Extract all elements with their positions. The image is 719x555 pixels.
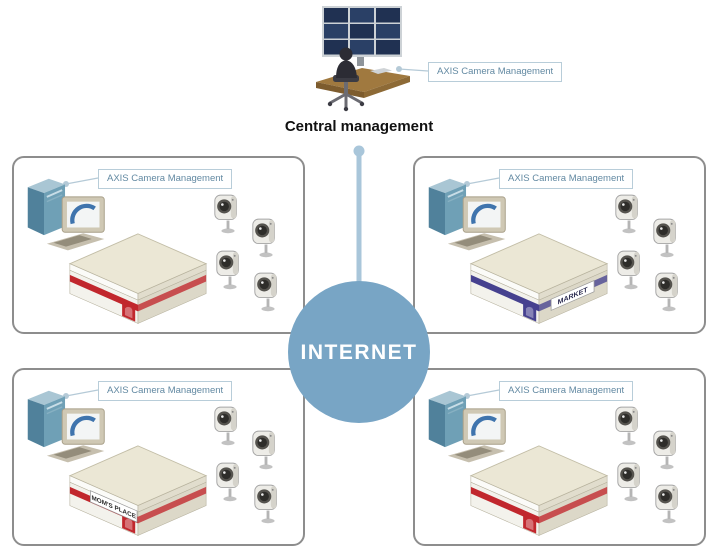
network-camera-icon	[617, 462, 640, 502]
site-illustration	[14, 158, 277, 324]
axis-callout: AXIS Camera Management	[98, 381, 233, 401]
central-management-title: Central management	[284, 118, 434, 135]
computer-workstation-icon	[429, 391, 506, 463]
store-building: MARKET	[470, 233, 608, 324]
operator-person-icon	[327, 47, 365, 112]
network-camera-icon	[615, 406, 638, 446]
site-illustration	[415, 370, 678, 536]
sign-plate	[90, 490, 138, 523]
axis-callout-label: AXIS Camera Management	[508, 173, 625, 184]
axis-callout: AXIS Camera Management	[499, 381, 634, 401]
video-wall-stand	[357, 57, 364, 66]
network-camera-icon	[216, 462, 239, 502]
connector-top-dot	[353, 145, 365, 157]
network-camera-icon	[254, 484, 277, 524]
axis-callout-label: AXIS Camera Management	[508, 385, 625, 396]
network-camera-icon	[252, 430, 275, 470]
site-panel-bottom-left: MOM'S PLACE AXIS Camera Management	[12, 368, 305, 546]
axis-callout-central: AXIS Camera Management	[428, 62, 563, 82]
network-camera-icon	[252, 218, 275, 258]
sign-plate	[550, 279, 595, 311]
site-panel-bottom-right: AXIS Camera Management	[413, 368, 706, 546]
network-camera-icon	[653, 430, 676, 470]
site-panel-top-right: MARKET AXIS Camera Management	[413, 156, 706, 334]
network-camera-icon	[615, 194, 638, 234]
axis-callout: AXIS Camera Management	[499, 169, 634, 189]
axis-callout-label: AXIS Camera Management	[107, 385, 224, 396]
computer-workstation-icon	[28, 179, 105, 251]
network-camera-icon	[216, 250, 239, 290]
computer-workstation-icon	[429, 179, 506, 251]
network-camera-icon	[653, 218, 676, 258]
internet-circle	[288, 281, 430, 423]
network-camera-icon	[617, 250, 640, 290]
network-camera-icon	[214, 406, 237, 446]
site-illustration: MARKET	[415, 158, 678, 324]
store-building: MOM'S PLACE	[69, 445, 207, 536]
leader-line	[466, 389, 500, 397]
internet-label: INTERNET	[301, 341, 418, 364]
axis-callout-label: AXIS Camera Management	[437, 66, 554, 77]
leader-line	[65, 177, 99, 185]
operator-desk-icon	[316, 68, 410, 98]
axis-callout: AXIS Camera Management	[98, 169, 233, 189]
video-wall-icon	[322, 6, 402, 57]
store-building	[470, 445, 608, 536]
axis-callout-label: AXIS Camera Management	[107, 173, 224, 184]
site-panel-top-left: AXIS Camera Management	[12, 156, 305, 334]
computer-workstation-icon	[28, 391, 105, 463]
leader-line	[65, 389, 99, 397]
network-camera-icon	[254, 272, 277, 312]
store-building	[69, 233, 207, 324]
network-camera-icon	[655, 272, 678, 312]
site-illustration: MOM'S PLACE	[14, 370, 277, 536]
central-management-graphic	[316, 6, 410, 112]
leader-line	[466, 177, 500, 185]
network-camera-icon	[214, 194, 237, 234]
network-camera-icon	[655, 484, 678, 524]
